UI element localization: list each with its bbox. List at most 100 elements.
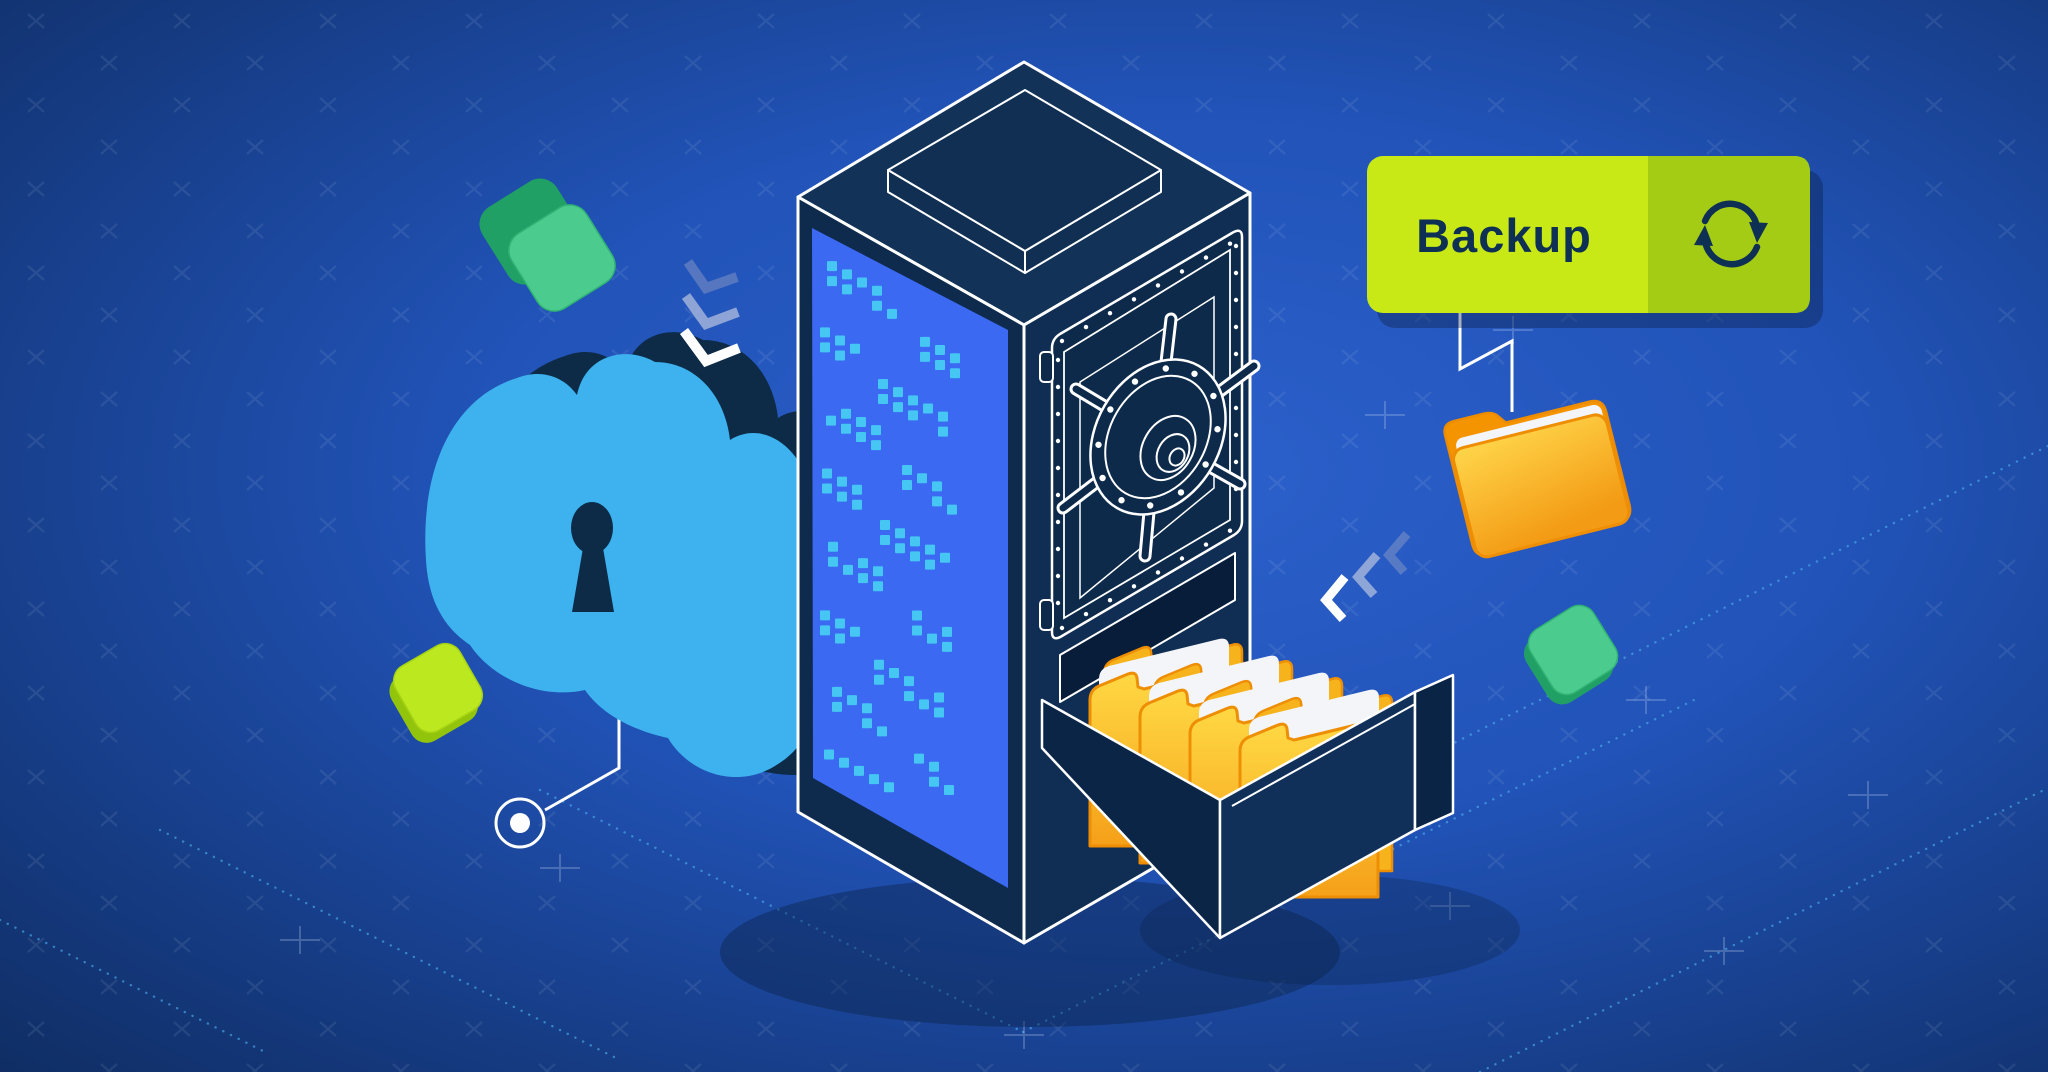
wheel-handle-core xyxy=(1141,508,1153,560)
chevrons-left xyxy=(1320,531,1411,623)
cabinet-shadow xyxy=(720,877,1340,1027)
rivet xyxy=(1055,519,1061,525)
pixel-dot xyxy=(912,610,922,621)
rivet xyxy=(1233,351,1239,357)
pixel-dot xyxy=(869,774,879,785)
pixel-dot xyxy=(902,465,912,476)
teal-square-face xyxy=(1527,604,1619,696)
plus-mark xyxy=(1004,1021,1044,1049)
rivet xyxy=(1055,438,1061,444)
rivet xyxy=(1233,243,1239,249)
badge-connector-line xyxy=(1458,313,1514,412)
plus-mark xyxy=(1626,686,1666,714)
pixel-dot xyxy=(842,269,852,280)
drawer-side-cap xyxy=(1413,673,1455,832)
wheel-rivet xyxy=(1214,426,1221,433)
pixel-dot xyxy=(893,387,903,398)
wheel-rivet xyxy=(1191,370,1198,377)
pixel-dot xyxy=(877,726,887,737)
chevron-left-icon xyxy=(1352,552,1381,598)
pixel-dot xyxy=(929,761,939,772)
pixel-dot xyxy=(850,343,860,354)
rivet xyxy=(1233,432,1239,438)
pixel-dot xyxy=(917,473,927,484)
pixel-dot xyxy=(835,633,845,644)
pixel-dot xyxy=(822,468,832,479)
wheel-handle-core xyxy=(1206,463,1244,488)
pixel-dot xyxy=(944,784,954,795)
pixel-dot xyxy=(872,285,882,296)
pixel-dot xyxy=(824,749,834,760)
pixel-dot xyxy=(927,633,937,644)
pixel-dot xyxy=(932,496,942,507)
vault-hinge xyxy=(1039,351,1054,383)
vault-hinge xyxy=(1039,599,1054,631)
pixel-dot xyxy=(835,618,845,629)
pixel-dot xyxy=(929,776,939,787)
pixel-dot xyxy=(880,535,890,546)
chevron-left-icon xyxy=(1383,531,1411,575)
pixel-dot xyxy=(820,327,830,338)
pixel-dot xyxy=(832,701,842,712)
drawer xyxy=(1040,638,1455,940)
pixel-dot xyxy=(919,699,929,710)
pixel-dot xyxy=(828,556,838,567)
pixel-dot xyxy=(902,480,912,491)
pixel-dot xyxy=(908,410,918,421)
pixel-dot xyxy=(938,426,948,437)
badge-icon-panel xyxy=(1648,156,1810,313)
rivet xyxy=(1055,411,1061,417)
pixel-dot xyxy=(854,765,864,776)
pixel-dot xyxy=(942,641,952,652)
pixel-dot xyxy=(820,342,830,353)
wheel-handle-core xyxy=(1059,478,1101,512)
pixel-dot xyxy=(856,416,866,427)
backup-badge[interactable]: Backup xyxy=(1367,156,1823,328)
lime-square-face xyxy=(392,642,484,734)
plus-mark xyxy=(540,854,580,882)
wheel-rivet xyxy=(1095,441,1102,448)
plus-mark xyxy=(1848,781,1888,809)
rivet xyxy=(1055,546,1061,552)
pixel-dot xyxy=(950,368,960,379)
wheel-rivet xyxy=(1131,378,1139,385)
pixel-dot xyxy=(841,408,851,419)
chevron-down-icon xyxy=(679,328,741,368)
vault-door-rivets xyxy=(1055,241,1239,631)
pixel-dot xyxy=(920,336,930,347)
node-dot xyxy=(510,813,530,833)
chevron-down-icon xyxy=(683,259,739,294)
pixel-dot xyxy=(908,395,918,406)
pixel-dot xyxy=(826,415,836,426)
rivet xyxy=(1059,625,1065,631)
rivet xyxy=(1227,241,1233,246)
pixel-dot xyxy=(934,707,944,718)
pixel-dot xyxy=(940,552,950,563)
pixel-dot xyxy=(832,686,842,697)
pixel-dot xyxy=(925,544,935,555)
pixel-dot xyxy=(827,261,837,272)
pixel-dot xyxy=(914,753,924,764)
rivet xyxy=(1131,297,1137,302)
plus-mark xyxy=(1365,401,1405,429)
rivet xyxy=(1227,528,1233,533)
pixel-dot xyxy=(895,543,905,554)
pixel-dot xyxy=(852,499,862,510)
pixel-dot xyxy=(850,626,860,637)
wheel-handle-core xyxy=(1072,385,1110,411)
pixel-dot xyxy=(874,674,884,685)
pixel-dot xyxy=(910,551,920,562)
teal-square-top-left xyxy=(479,178,616,312)
vault-wheel xyxy=(1056,312,1261,563)
pixel-dot xyxy=(893,402,903,413)
rivet xyxy=(1233,459,1239,465)
plus-mark xyxy=(280,926,320,954)
rivet xyxy=(1055,600,1061,606)
wheel-handle-core xyxy=(1215,362,1258,396)
node-ring xyxy=(494,797,546,849)
wheel-rivet xyxy=(1147,502,1154,509)
pixel-dot xyxy=(858,558,868,569)
vault-wheel-handles xyxy=(1056,312,1261,563)
pixel-dot xyxy=(820,625,830,636)
sync-icon xyxy=(1694,200,1768,268)
